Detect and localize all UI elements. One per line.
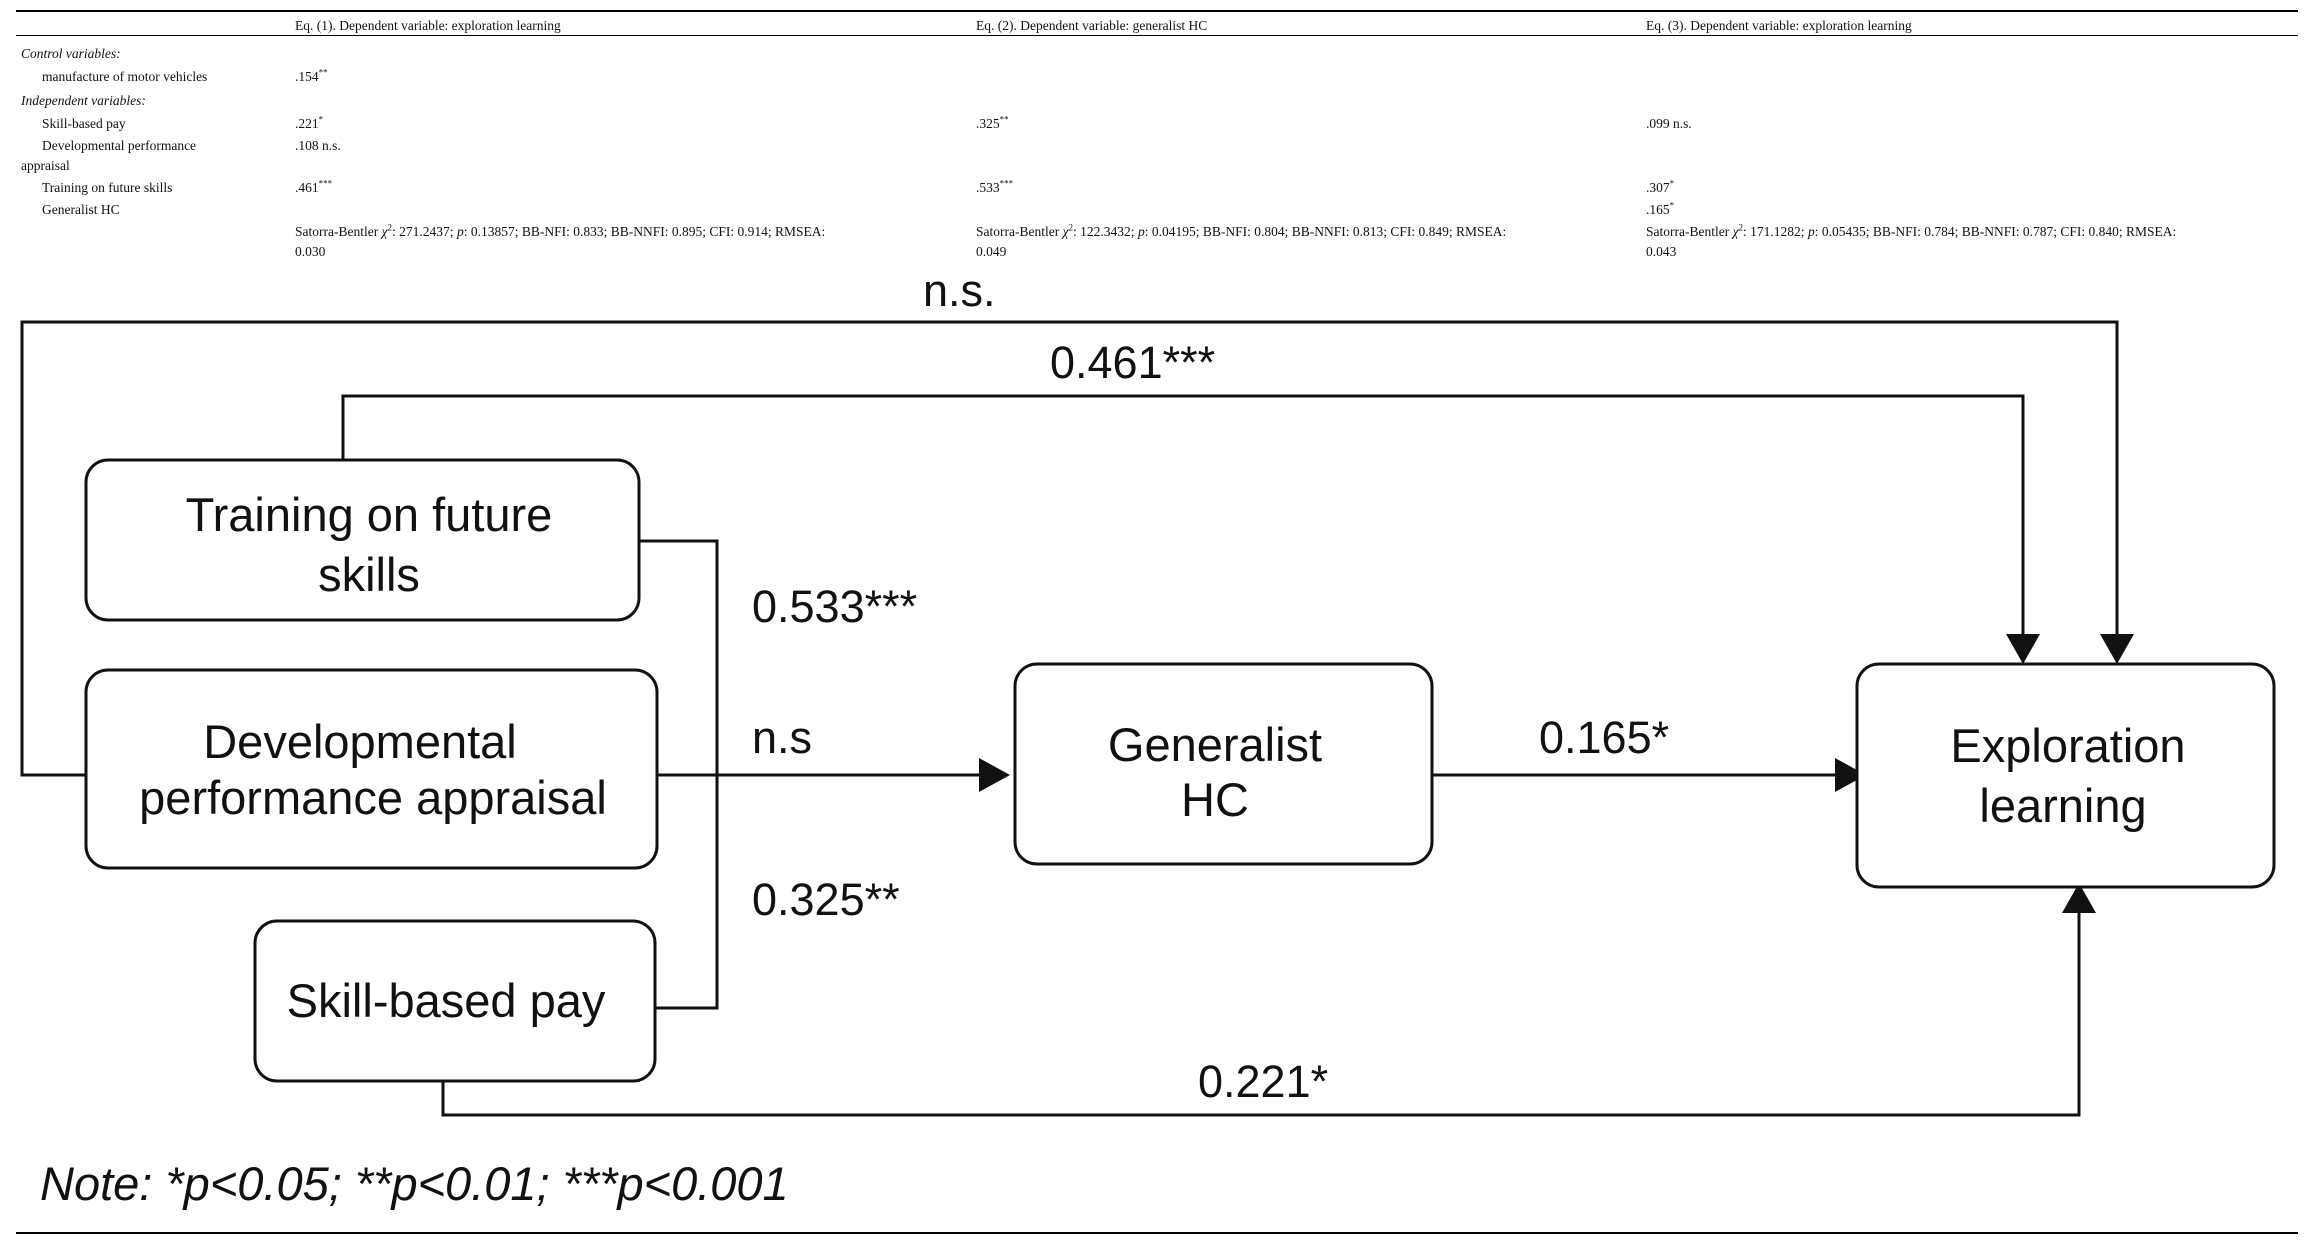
node-training-line1: Training on future bbox=[186, 488, 553, 541]
cell-training-eq2: .533*** bbox=[976, 178, 1014, 195]
fit-eq2-line2: 0.049 bbox=[976, 244, 1007, 259]
fit-eq1-line2: 0.030 bbox=[295, 244, 326, 259]
path-label-pay-generalist: 0.325** bbox=[752, 874, 900, 925]
table-header-eq3: Eq. (3). Dependent variable: exploration… bbox=[1646, 18, 1912, 33]
path-label-generalist-exploration: 0.165* bbox=[1539, 712, 1669, 763]
path-label-appraisal-generalist: n.s bbox=[752, 712, 812, 763]
node-training-box bbox=[84, 458, 641, 622]
cell-training-eq3: .307* bbox=[1646, 178, 1675, 195]
fit-eq1-line1: Satorra-Bentler χ2: 271.2437; p: 0.13857… bbox=[295, 222, 826, 239]
table-header-eq1: Eq. (1). Dependent variable: exploration… bbox=[295, 18, 561, 33]
row-label-appraisal-line1: Developmental performance bbox=[42, 138, 197, 153]
cell-pay-eq3: .099 n.s. bbox=[1646, 116, 1692, 131]
cell-generalist-eq3: .165* bbox=[1646, 200, 1675, 217]
path-label-pay-exploration: 0.221* bbox=[1198, 1056, 1328, 1107]
node-generalist-line2: HC bbox=[1181, 773, 1249, 826]
fit-eq2-line1: Satorra-Bentler χ2: 122.3432; p: 0.04195… bbox=[976, 222, 1507, 239]
path-label-training-generalist: 0.533*** bbox=[752, 581, 917, 632]
figure-bottom-rule bbox=[16, 1232, 2298, 1234]
node-pay-box bbox=[253, 919, 657, 1083]
independent-variables-heading: Independent variables: bbox=[21, 93, 146, 108]
row-label-appraisal-line2: appraisal bbox=[21, 158, 70, 173]
node-appraisal-line2: performance appraisal bbox=[139, 771, 607, 824]
cell-pay-eq1: .221* bbox=[295, 114, 324, 131]
arrowhead-appraisal-exploration bbox=[2100, 634, 2134, 664]
node-exploration-box bbox=[1855, 662, 2276, 889]
path-label-training-exploration: 0.461*** bbox=[1050, 337, 1215, 388]
node-generalist-box bbox=[1013, 662, 1434, 866]
node-training-line2: skills bbox=[318, 548, 420, 601]
row-label-manufacture: manufacture of motor vehicles bbox=[42, 69, 208, 84]
row-label-training: Training on future skills bbox=[42, 180, 173, 195]
node-appraisal-box bbox=[84, 668, 659, 870]
node-exploration-line1: Exploration bbox=[1950, 719, 2185, 772]
table-header-rule bbox=[16, 35, 2298, 36]
row-label-generalist-hc: Generalist HC bbox=[42, 202, 120, 217]
node-pay-label: Skill-based pay bbox=[287, 974, 606, 1027]
fit-eq3-line1: Satorra-Bentler χ2: 171.1282; p: 0.05435… bbox=[1646, 222, 2177, 239]
cell-training-eq1: .461*** bbox=[295, 178, 333, 195]
fit-eq3-line2: 0.043 bbox=[1646, 244, 1677, 259]
cell-appraisal-eq1: .108 n.s. bbox=[295, 138, 341, 153]
node-exploration-line2: learning bbox=[1979, 779, 2146, 832]
arrowhead-appraisal-generalist bbox=[979, 758, 1010, 792]
node-appraisal-line1: Developmental bbox=[203, 715, 517, 768]
arrowhead-pay-exploration bbox=[2062, 883, 2096, 913]
arrowhead-generalist-exploration bbox=[1835, 758, 1866, 792]
cell-manufacture-eq1: .154** bbox=[295, 67, 328, 84]
node-generalist-line1: Generalist bbox=[1108, 718, 1322, 771]
control-variables-heading: Control variables: bbox=[21, 46, 121, 61]
path-pay-exploration bbox=[441, 910, 2081, 1117]
cell-pay-eq2: .325** bbox=[976, 114, 1009, 131]
row-label-skill-based-pay: Skill-based pay bbox=[42, 116, 126, 131]
path-label-appraisal-exploration: n.s. bbox=[923, 265, 996, 316]
significance-note: Note: *p<0.05; **p<0.01; ***p<0.001 bbox=[40, 1157, 789, 1210]
arrowhead-training-exploration bbox=[2006, 634, 2040, 664]
table-header-eq2: Eq. (2). Dependent variable: generalist … bbox=[976, 18, 1208, 33]
path-training-exploration bbox=[341, 394, 2025, 637]
path-appraisal-exploration bbox=[20, 320, 2119, 777]
table-top-rule bbox=[16, 10, 2298, 12]
